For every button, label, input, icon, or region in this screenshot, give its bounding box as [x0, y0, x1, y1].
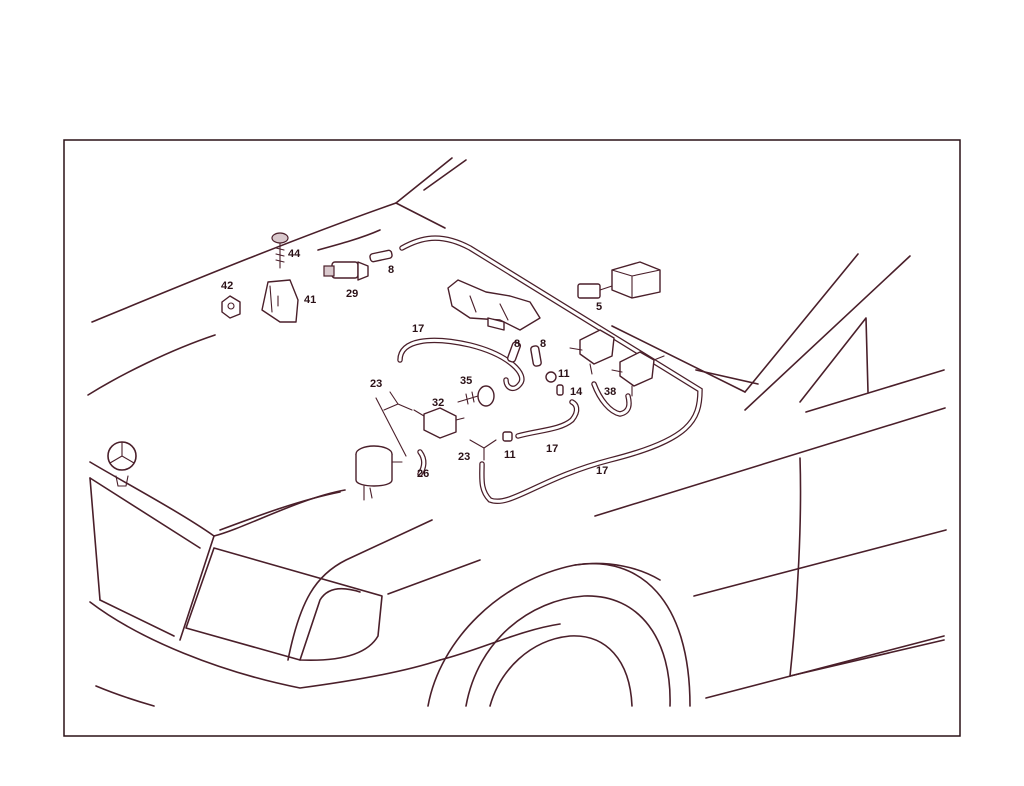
- callout-38: 38: [604, 386, 616, 398]
- part-11-fitting-lower: [502, 431, 513, 442]
- callout-26: 26: [417, 468, 429, 480]
- callout-23-lower: 23: [458, 451, 470, 463]
- callout-35: 35: [460, 375, 472, 387]
- part-8-sleeve-mid-right: [530, 345, 542, 367]
- part-11-fitting-upper: [545, 371, 557, 383]
- part-vacuum-canister: [355, 445, 403, 501]
- part-central-bracket: [447, 279, 541, 331]
- callout-32: 32: [432, 397, 444, 409]
- callout-41: 41: [304, 294, 316, 306]
- callout-29: 29: [346, 288, 358, 300]
- callout-8-mid-left: 8: [514, 338, 520, 350]
- part-switchover-valve-left: [569, 329, 615, 375]
- callout-14: 14: [570, 386, 583, 398]
- part-switchover-valve-right: [611, 351, 665, 397]
- diagram-frame: [63, 139, 961, 737]
- part-23-y-piece-lower: [469, 439, 497, 461]
- part-8-sleeve-upper: [369, 249, 393, 263]
- part-32-valve: [413, 407, 465, 439]
- part-41-bracket: [261, 279, 299, 323]
- callout-11-upper: 11: [558, 368, 570, 380]
- callout-8-upper: 8: [388, 264, 394, 276]
- callout-23-left: 23: [370, 378, 382, 390]
- hose-lines: [397, 235, 703, 504]
- part-14-plug: [556, 384, 564, 396]
- callout-17-lower: 17: [596, 465, 608, 477]
- part-5-module: [577, 261, 661, 299]
- callout-17-upper: 17: [412, 323, 424, 335]
- callout-17-mid: 17: [546, 443, 558, 455]
- car-body-outline: [87, 157, 947, 707]
- callout-42: 42: [221, 280, 233, 292]
- part-42-nut: [221, 295, 241, 319]
- callout-8-mid-right: 8: [540, 338, 546, 350]
- callout-5: 5: [596, 301, 602, 313]
- callout-labels: 44 42 41 29 8 5 17 8 8 11 14 38 23 35 32…: [221, 248, 616, 480]
- part-44-screw: [271, 232, 289, 269]
- part-29-valve: [323, 261, 369, 281]
- part-35-bolt: [457, 385, 495, 407]
- callout-44: 44: [288, 248, 301, 260]
- part-23-y-piece-left: [375, 391, 413, 457]
- part-8-sleeve-mid-left: [506, 341, 522, 363]
- callout-11-lower: 11: [504, 449, 516, 461]
